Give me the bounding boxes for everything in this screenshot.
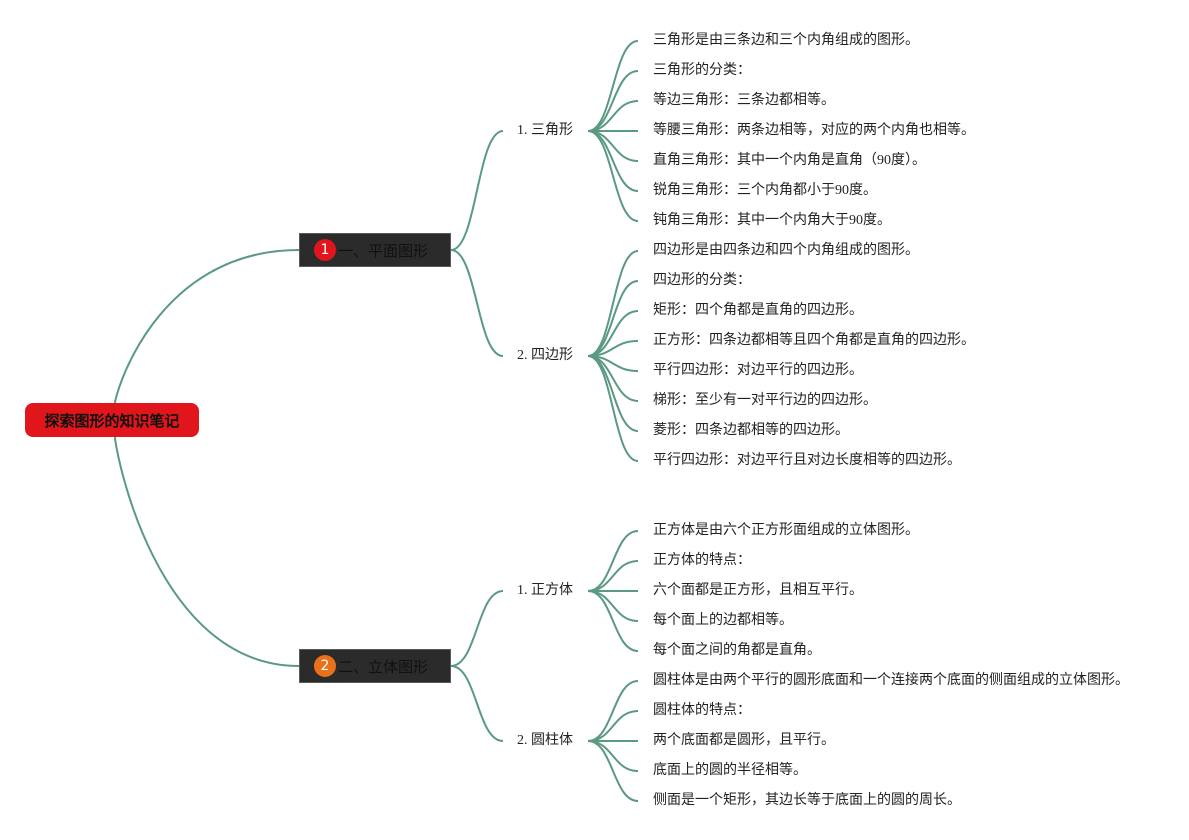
subtopic-triangle[interactable]: 1. 三角形 <box>517 123 573 138</box>
priority-badge-2: 2 <box>314 655 336 677</box>
leaf-topic[interactable]: 钝角三角形：其中一个内角大于90度。 <box>653 213 891 228</box>
leaf-topic[interactable]: 梯形：至少有一对平行边的四边形。 <box>653 393 877 408</box>
leaf-topic[interactable]: 三角形的分类： <box>653 63 751 78</box>
branch-solid-figures[interactable]: 2 二、立体图形 <box>299 649 451 683</box>
leaf-topic[interactable]: 正方体的特点： <box>653 553 751 568</box>
priority-badge-1: 1 <box>314 239 336 261</box>
leaf-topic[interactable]: 直角三角形：其中一个内角是直角（90度）。 <box>653 153 926 168</box>
leaf-topic[interactable]: 四边形的分类： <box>653 273 751 288</box>
root-topic-label: 探索图形的知识笔记 <box>44 411 180 430</box>
leaf-topic[interactable]: 每个面之间的角都是直角。 <box>653 643 821 658</box>
branch-label: 二、立体图形 <box>338 657 429 676</box>
connector-branch-to-subtopic <box>450 249 504 357</box>
connector-subtopic-to-leaf <box>587 355 639 432</box>
connector-subtopic-to-leaf <box>587 70 639 132</box>
connector-subtopic-to-leaf <box>587 40 639 132</box>
leaf-topic[interactable]: 正方形：四条边都相等且四个角都是直角的四边形。 <box>653 333 975 348</box>
leaf-topic[interactable]: 正方体是由六个正方形面组成的立体图形。 <box>653 523 919 538</box>
leaf-topic[interactable]: 等边三角形：三条边都相等。 <box>653 93 835 108</box>
connector-branch-to-subtopic <box>450 665 504 742</box>
connector-subtopic-to-leaf <box>587 740 639 802</box>
leaf-topic[interactable]: 每个面上的边都相等。 <box>653 613 793 628</box>
connector-subtopic-to-leaf <box>587 560 639 592</box>
leaf-topic[interactable]: 等腰三角形：两条边相等，对应的两个内角也相等。 <box>653 123 975 138</box>
connector-subtopic-to-leaf <box>587 130 639 192</box>
leaf-topic[interactable]: 锐角三角形：三个内角都小于90度。 <box>653 183 877 198</box>
subtopic-cylinder[interactable]: 2. 圆柱体 <box>517 733 573 748</box>
subtopic-quadrilateral[interactable]: 2. 四边形 <box>517 348 573 363</box>
connector-subtopic-to-leaf <box>587 530 639 592</box>
connector-subtopic-to-leaf <box>587 250 639 357</box>
leaf-topic[interactable]: 侧面是一个矩形，其边长等于底面上的圆的周长。 <box>653 793 961 808</box>
connector-subtopic-to-leaf <box>587 130 639 222</box>
connector-branch-to-subtopic <box>450 130 504 251</box>
root-topic[interactable]: 探索图形的知识笔记 <box>25 403 199 437</box>
leaf-topic[interactable]: 六个面都是正方形，且相互平行。 <box>653 583 863 598</box>
subtopic-cube[interactable]: 1. 正方体 <box>517 583 573 598</box>
connector-root-to-branch <box>114 249 300 404</box>
leaf-topic[interactable]: 平行四边形：对边平行且对边长度相等的四边形。 <box>653 453 961 468</box>
connector-branch-to-subtopic <box>450 590 504 667</box>
leaf-topic[interactable]: 矩形：四个角都是直角的四边形。 <box>653 303 863 318</box>
branch-label: 一、平面图形 <box>338 241 429 260</box>
connector-subtopic-to-leaf <box>587 590 639 652</box>
connector-subtopic-to-leaf <box>587 355 639 462</box>
branch-plane-figures[interactable]: 1 一、平面图形 <box>299 233 451 267</box>
leaf-topic[interactable]: 两个底面都是圆形，且平行。 <box>653 733 835 748</box>
leaf-topic[interactable]: 底面上的圆的半径相等。 <box>653 763 807 778</box>
leaf-topic[interactable]: 圆柱体的特点： <box>653 703 751 718</box>
connector-subtopic-to-leaf <box>587 590 639 622</box>
leaf-topic[interactable]: 四边形是由四条边和四个内角组成的图形。 <box>653 243 919 258</box>
leaf-topic[interactable]: 三角形是由三条边和三个内角组成的图形。 <box>653 33 919 48</box>
connector-subtopic-to-leaf <box>587 680 639 742</box>
leaf-topic[interactable]: 平行四边形：对边平行的四边形。 <box>653 363 863 378</box>
connector-subtopic-to-leaf <box>587 740 639 772</box>
leaf-topic[interactable]: 圆柱体是由两个平行的圆形底面和一个连接两个底面的侧面组成的立体图形。 <box>653 673 1129 688</box>
connector-root-to-branch <box>114 436 300 667</box>
leaf-topic[interactable]: 菱形：四条边都相等的四边形。 <box>653 423 849 438</box>
connector-subtopic-to-leaf <box>587 710 639 742</box>
connector-subtopic-to-leaf <box>587 280 639 357</box>
